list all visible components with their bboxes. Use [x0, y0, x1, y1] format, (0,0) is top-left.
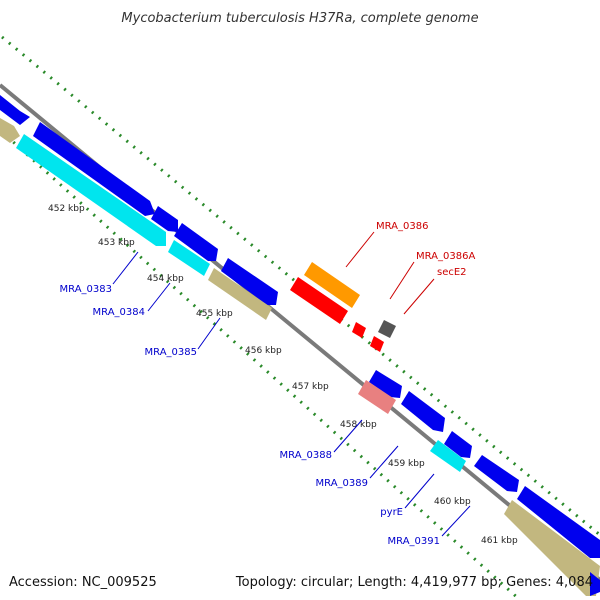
tick-label: 460 kbp	[434, 497, 471, 507]
gene-feature	[352, 322, 366, 338]
tick-label: 461 kbp	[481, 536, 518, 546]
tick-label: 456 kbp	[245, 346, 282, 356]
genome-summary-text: Topology: circular; Length: 4,419,977 bp…	[235, 575, 593, 590]
gene-feature	[304, 262, 360, 308]
accession-text: Accession: NC_009525	[9, 575, 157, 590]
gene-label-sece2: secE2	[437, 267, 467, 278]
gene-feature	[370, 336, 384, 352]
gene-feature	[378, 320, 396, 338]
gene-feature	[474, 455, 519, 492]
gene-label-pyre: pyrE	[380, 507, 403, 518]
gene-label-mra-0389: MRA_0389	[316, 478, 368, 489]
gene-feature	[517, 486, 600, 558]
gene-label-mra-0383: MRA_0383	[60, 284, 112, 295]
outer-strand-genes	[0, 95, 600, 558]
gene-label-mra-0386a: MRA_0386A	[416, 251, 475, 262]
gene-feature	[369, 370, 402, 398]
gene-feature	[221, 258, 278, 305]
gene-feature	[168, 240, 210, 276]
gene-feature	[16, 134, 166, 246]
tick-label: 457 kbp	[292, 382, 329, 392]
gene-label-mra-0391: MRA_0391	[388, 536, 440, 547]
tick-label: 459 kbp	[388, 459, 425, 469]
forward-features	[290, 262, 396, 352]
map-title: Mycobacterium tuberculosis H37Ra, comple…	[121, 11, 478, 26]
gene-feature	[174, 223, 218, 261]
forward-gene-labels: MRA_0386 MRA_0386A secE2	[345, 221, 475, 315]
gene-feature	[208, 268, 272, 320]
reverse-gene-labels: MRA_0383 MRA_0384 MRA_0385 MRA_0388 MRA_…	[60, 251, 471, 547]
gene-label-mra-0386: MRA_0386	[376, 221, 428, 232]
gene-feature	[504, 500, 600, 596]
tick-label: 454 kbp	[147, 274, 184, 284]
gc-track-inner	[0, 128, 522, 600]
tick-label: 453 kbp	[98, 238, 135, 248]
gene-feature	[33, 122, 155, 216]
gene-feature	[0, 95, 30, 125]
gc-track-outer	[1, 35, 600, 537]
gene-label-mra-0385: MRA_0385	[145, 347, 197, 358]
gene-label-mra-0384: MRA_0384	[93, 307, 145, 318]
gene-feature	[430, 440, 466, 472]
gc-tracks	[0, 35, 600, 600]
tick-label: 452 kbp	[48, 204, 85, 214]
tick-label: 458 kbp	[340, 420, 377, 430]
gene-label-mra-0388: MRA_0388	[280, 450, 332, 461]
gene-feature	[590, 572, 600, 596]
inner-strand-genes	[0, 118, 600, 596]
tick-labels: 452 kbp 453 kbp 454 kbp 455 kbp 456 kbp …	[48, 204, 518, 546]
gene-feature	[290, 277, 348, 324]
gene-feature	[444, 431, 472, 458]
gene-feature	[401, 391, 445, 432]
tick-label: 455 kbp	[196, 309, 233, 319]
gene-feature	[0, 118, 20, 143]
gene-feature	[151, 206, 178, 232]
gene-feature	[358, 380, 396, 414]
